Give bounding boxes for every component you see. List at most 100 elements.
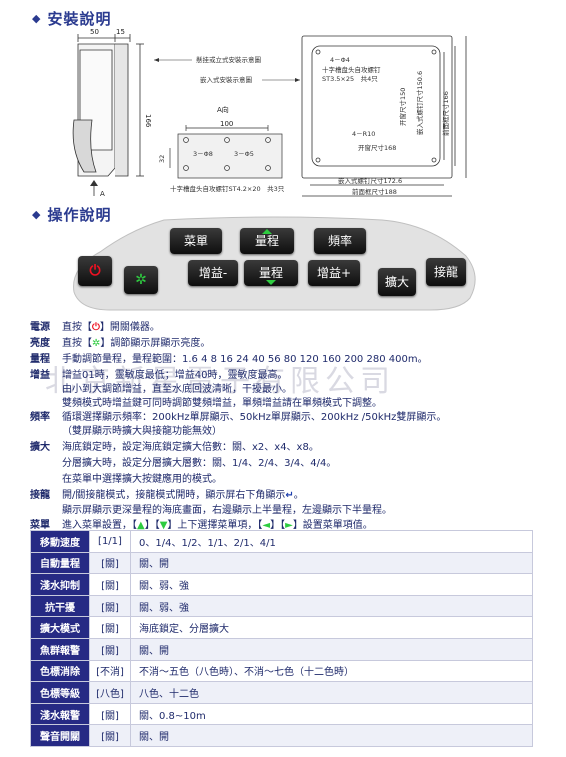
r10-label: 4－R10	[352, 130, 375, 138]
desc-bottom-lock-2: 顯示屏顯示更深量程的海底畫面，右邊顯示上半量程，左邊顯示下半量程。	[62, 505, 392, 516]
menu-key[interactable]: 菜單	[170, 228, 222, 254]
setting-options: 關、弱、強	[130, 594, 533, 618]
desc-bottom-lock: 接龍開/關接龍模式，接龍模式開時，顯示屏右下角顯示↵。	[30, 490, 304, 501]
installation-drawing: 50 15 166 A 懸挂或立式安裝示意圖 嵌入式安裝示意圖 A向 100 3…	[72, 28, 467, 198]
dim-100-label: 100	[220, 120, 233, 128]
setting-default: [關]	[89, 616, 131, 639]
desc-zoom-3: 在菜單中選擇擴大按鍵應用的模式。	[62, 474, 222, 485]
range-up-key[interactable]: 量程	[240, 228, 294, 254]
brightness-icon: ✲	[135, 272, 147, 288]
brightness-key[interactable]: ✲	[124, 266, 158, 294]
front-166-label: 前面框尺寸166	[441, 91, 450, 136]
setting-name: 淺水報警	[30, 702, 90, 726]
setting-default: [關]	[89, 637, 131, 661]
desc-freq-2: （雙屏顯示時擴大與接龍功能無效）	[62, 426, 222, 437]
desc-power: 電源直按【⏻】開關儀器。	[30, 322, 160, 333]
setting-options: 0、1/4、1/2、1/1、2/1、4/1	[130, 530, 533, 553]
diamond-bullet-icon: ◆	[32, 208, 42, 221]
table-row: 色標等級[八色]八色、十二色	[30, 681, 533, 704]
screw-note3-label: ST3.5×25 共4只	[322, 74, 378, 83]
hole-3-5-label: 3－Φ5	[234, 150, 254, 158]
desc-gain: 增益增益01時，靈敏度最低；增益40時，靈敏度最高。	[30, 370, 288, 381]
screw-note2-label: 十字槽盘头自攻螺钉	[322, 65, 381, 74]
down-arrow-icon	[266, 280, 276, 285]
table-row: 魚群報警[關]關、開	[30, 637, 533, 661]
hole-4-4-label: 4－Φ4	[330, 56, 350, 64]
setting-options: 關、開	[130, 551, 533, 575]
embedded-install-label: 嵌入式安裝示意圖	[200, 75, 252, 84]
bottom-lock-key[interactable]: 接龍	[426, 258, 466, 286]
dim-166-label: 166	[144, 114, 152, 128]
setting-name: 色標等級	[30, 681, 90, 704]
setting-options: 關、弱、強	[130, 573, 533, 596]
arrow-a-label: A	[100, 190, 105, 198]
setting-default: [關]	[89, 551, 131, 575]
brightness-icon: ✲	[92, 338, 101, 349]
watermark: 北京新星電子有限公司	[45, 364, 395, 399]
setting-default: [1/1]	[89, 530, 131, 553]
setting-options: 八色、十二色	[130, 681, 533, 704]
setting-default: [關]	[89, 724, 131, 747]
setting-options: 關、開	[130, 637, 533, 661]
setting-default: [關]	[89, 573, 131, 596]
setting-default: [關]	[89, 594, 131, 618]
table-row: 色標消除[不消]不消～五色（八色時）、不消～七色（十二色時）	[30, 659, 533, 683]
setting-name: 抗干擾	[30, 594, 90, 618]
enter-icon: ↵	[285, 490, 294, 501]
power-icon: ⏻	[92, 322, 100, 333]
table-row: 移動速度[1/1]0、1/4、1/2、1/1、2/1、4/1	[30, 530, 533, 553]
dim-15-label: 15	[116, 28, 125, 36]
right-arrow-icon: ►	[285, 520, 293, 531]
desc-range: 量程手動調節量程，量程範圍：1.6 4 8 16 24 40 56 80 120…	[30, 354, 428, 365]
setting-name: 淺水抑制	[30, 573, 90, 596]
gain-plus-key[interactable]: 增益+	[308, 260, 360, 286]
setting-name: 色標消除	[30, 659, 90, 683]
dim-32-label: 32	[158, 155, 166, 163]
open-150-label: 开窗尺寸150	[398, 88, 407, 126]
table-row: 抗干擾[關]關、弱、強	[30, 594, 533, 618]
gain-minus-key[interactable]: 增益-	[188, 260, 238, 286]
front-188-label: 前面框尺寸188	[352, 187, 397, 196]
power-icon: ⏻	[89, 263, 101, 279]
table-row: 自動量程[關]關、開	[30, 551, 533, 575]
setting-default: [不消]	[89, 659, 131, 683]
diamond-bullet-icon: ◆	[32, 12, 42, 25]
setting-name: 聲音開關	[30, 724, 90, 747]
open-168-label: 开窗尺寸168	[358, 143, 396, 152]
setting-name: 魚群報警	[30, 637, 90, 661]
up-arrow-icon: ▲	[137, 520, 145, 531]
desc-freq: 頻率循環選擇顯示頻率：200kHz單屏顯示、50kHz單屏顯示、200kHz /…	[30, 412, 447, 423]
setting-options: 關、0.8~10m	[130, 702, 533, 726]
setting-options: 海底鎖定、分層擴大	[130, 616, 533, 639]
setting-default: [八色]	[89, 681, 131, 704]
embed-150-label: 嵌入式螺钉尺寸150.6	[415, 71, 424, 135]
setting-options: 關、開	[130, 724, 533, 747]
view-a-label: A向	[217, 105, 229, 114]
desc-brightness: 亮度直按【✲】調節顯示屏顯示亮度。	[30, 338, 211, 349]
table-row: 擴大模式[關]海底鎖定、分層擴大	[30, 616, 533, 639]
setting-default: [關]	[89, 702, 131, 726]
range-down-key[interactable]: 量程	[244, 260, 298, 286]
desc-zoom-2: 分層擴大時，設定分層擴大層數：關、1/4、2/4、3/4、4/4。	[62, 458, 337, 469]
embed-172-label: 嵌入式螺钉尺寸172.6	[338, 176, 402, 185]
left-arrow-icon: ◄	[262, 520, 271, 531]
desc-menu: 菜單進入菜單設置，【▲】【▼】上下選擇菜單項，【◄】【►】設置菜單項值。	[30, 520, 373, 531]
freq-key[interactable]: 頻率	[314, 228, 366, 254]
table-row: 淺水報警[關]關、0.8~10m	[30, 702, 533, 726]
desc-gain-2: 由小到大調節增益，直至水底回波清晰，干擾最小。	[62, 384, 292, 395]
up-arrow-icon	[262, 229, 272, 234]
keypad-panel: 菜單 量程 頻率 ⏻ ✲ 增益- 量程 增益+ 擴大 接龍	[70, 216, 478, 312]
power-key[interactable]: ⏻	[78, 256, 112, 286]
table-row: 聲音開關[關]關、開	[30, 724, 533, 747]
zoom-key[interactable]: 擴大	[378, 268, 416, 296]
table-row: 淺水抑制[關]關、弱、強	[30, 573, 533, 596]
setting-name: 擴大模式	[30, 616, 90, 639]
menu-settings-table: 移動速度[1/1]0、1/4、1/2、1/1、2/1、4/1 自動量程[關]關、…	[30, 530, 533, 747]
setting-options: 不消～五色（八色時）、不消～七色（十二色時）	[130, 659, 533, 683]
hanging-install-label: 懸挂或立式安裝示意圖	[196, 55, 261, 64]
operate-title: ◆操作說明	[32, 206, 112, 224]
setting-name: 移動速度	[30, 530, 90, 553]
install-title: ◆安裝說明	[32, 10, 112, 28]
hole-3-8-label: 3－Φ8	[193, 150, 213, 158]
setting-name: 自動量程	[30, 551, 90, 575]
